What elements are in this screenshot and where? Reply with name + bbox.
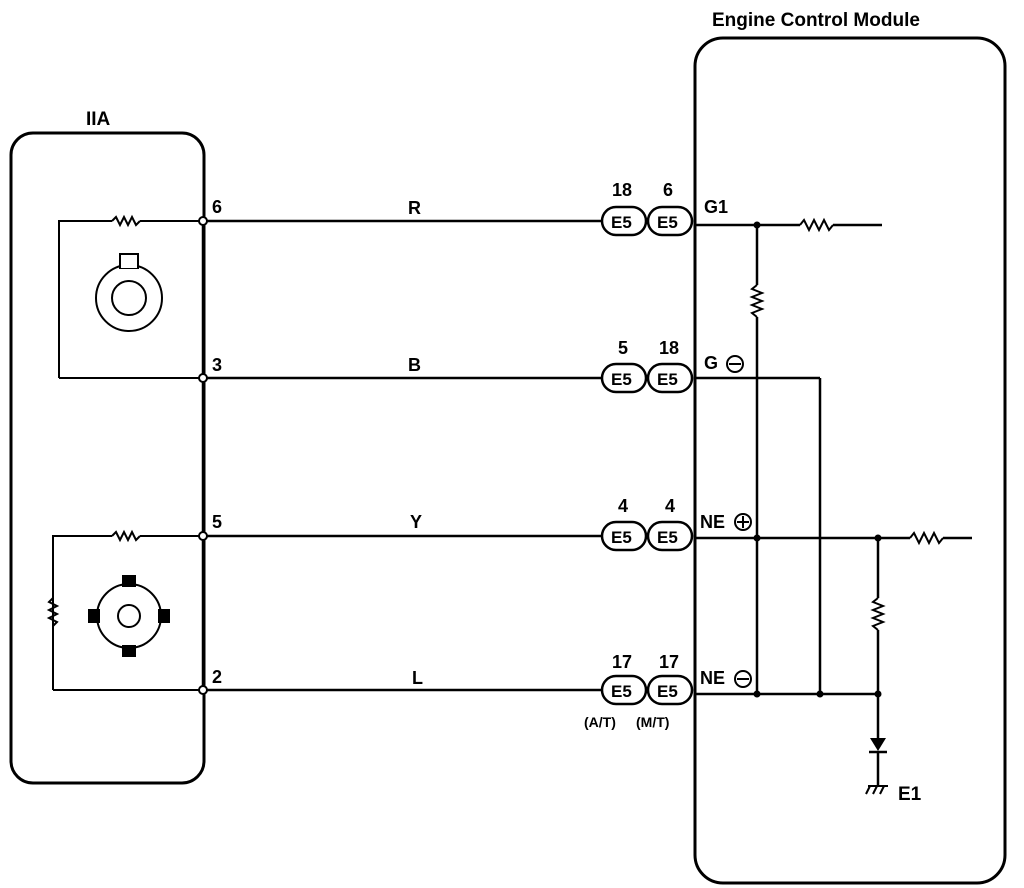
wire-color-label: R bbox=[408, 198, 421, 218]
connector-a-label: E5 bbox=[611, 213, 632, 232]
connector-pin-number: 17 bbox=[659, 652, 679, 672]
ecm-terminal-g1: G1 bbox=[704, 197, 728, 217]
minus-circle-icon bbox=[734, 670, 752, 688]
sensor-pin-number: 6 bbox=[212, 197, 222, 217]
connector-pin-number: 17 bbox=[612, 652, 632, 672]
junction-dot bbox=[874, 690, 882, 698]
connector-b-label: E5 bbox=[657, 213, 678, 232]
terminal-node bbox=[198, 216, 208, 226]
junction-dot bbox=[816, 690, 824, 698]
connector-pair-g1: 18 6 E5 E5 bbox=[600, 180, 694, 237]
wire-color-label: B bbox=[408, 355, 421, 375]
sensor-label: IIA bbox=[86, 109, 111, 130]
sensor-pin-number: 5 bbox=[212, 512, 222, 532]
ecm-terminal-g-minus: G bbox=[704, 353, 718, 373]
connector-pin-number: 4 bbox=[665, 496, 675, 516]
sensor-pin-number: 2 bbox=[212, 667, 222, 687]
junction-dot bbox=[874, 534, 882, 542]
ground-label: E1 bbox=[898, 784, 922, 805]
connector-pair-ne-minus: 17 17 E5 E5 bbox=[600, 652, 694, 706]
wire-color-label: L bbox=[412, 668, 423, 688]
connector-b bbox=[646, 674, 694, 706]
connector-b-label: E5 bbox=[657, 528, 678, 547]
g-signal-rotor-icon bbox=[95, 253, 163, 332]
junction-dot bbox=[753, 690, 761, 698]
connector-b bbox=[646, 205, 694, 237]
junction-dot bbox=[753, 221, 761, 229]
g-pickup-coil bbox=[58, 214, 203, 379]
ecm-terminal-ne-plus: NE bbox=[700, 512, 725, 532]
connector-pin-number: 4 bbox=[618, 496, 628, 516]
wire-color-label: Y bbox=[410, 512, 422, 532]
terminal-node bbox=[198, 685, 208, 695]
terminal-node bbox=[198, 373, 208, 383]
ecm-internal-circuit bbox=[695, 217, 972, 785]
connector-a-label: E5 bbox=[611, 370, 632, 389]
connector-a bbox=[600, 362, 648, 394]
connector-pin-number: 6 bbox=[663, 180, 673, 200]
sensor-box bbox=[9, 131, 206, 785]
terminal-node bbox=[198, 531, 208, 541]
connector-b bbox=[646, 520, 694, 552]
connector-a bbox=[600, 674, 648, 706]
ecm-terminal-ne-minus: NE bbox=[700, 668, 725, 688]
ne-pickup-coil bbox=[46, 529, 203, 691]
connector-a bbox=[600, 520, 648, 552]
connector-a-label: E5 bbox=[611, 528, 632, 547]
connector-b-variant: (M/T) bbox=[636, 714, 669, 730]
ecm-box bbox=[693, 36, 1007, 885]
connector-pair-ne-plus: 4 4 E5 E5 bbox=[600, 496, 694, 552]
ground-icon bbox=[865, 785, 888, 795]
connector-pin-number: 5 bbox=[618, 338, 628, 358]
ne-signal-rotor-icon bbox=[88, 575, 170, 657]
junction-dot bbox=[753, 534, 761, 542]
connector-a-label: E5 bbox=[611, 682, 632, 701]
connector-pin-number: 18 bbox=[612, 180, 632, 200]
connector-pin-number: 18 bbox=[659, 338, 679, 358]
sensor-pin-number: 3 bbox=[212, 355, 222, 375]
connector-b-label: E5 bbox=[657, 370, 678, 389]
minus-circle-icon bbox=[726, 355, 744, 373]
plus-circle-icon bbox=[734, 513, 752, 531]
connector-b-label: E5 bbox=[657, 682, 678, 701]
connector-a bbox=[600, 205, 648, 237]
connector-pair-g-minus: 5 18 E5 E5 bbox=[600, 338, 694, 394]
connector-b bbox=[646, 362, 694, 394]
ecm-title: Engine Control Module bbox=[712, 10, 920, 31]
connector-a-variant: (A/T) bbox=[584, 714, 616, 730]
